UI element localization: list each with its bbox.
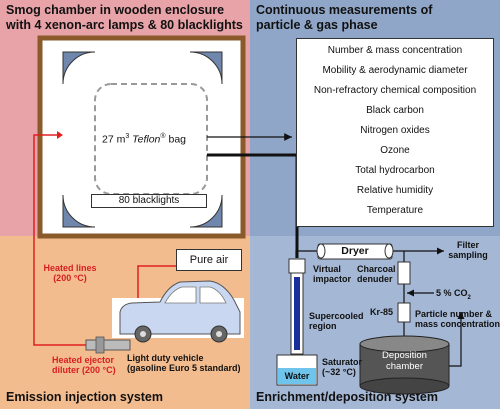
teflon-bag bbox=[94, 83, 208, 195]
measurement-item: Black carbon bbox=[366, 105, 424, 116]
vehicle-label: Light duty vehicle (gasoline Euro 5 stan… bbox=[127, 353, 241, 373]
measurements-list: Number & mass concentration Mobility & a… bbox=[296, 38, 494, 227]
ejector-diluter-label: Heated ejector diluter (200 °C) bbox=[52, 355, 116, 375]
charcoal-denuder bbox=[397, 261, 411, 285]
dryer-left-cap bbox=[316, 243, 326, 259]
emission-injection-title: Emission injection system bbox=[6, 390, 163, 404]
water-fill bbox=[278, 368, 316, 384]
car-icon bbox=[112, 280, 244, 343]
lamp-bottom-left-icon bbox=[62, 194, 96, 228]
heated-line-main bbox=[33, 134, 128, 346]
co2-label: 5 % CO2 bbox=[436, 288, 471, 301]
kr85-neutralizer bbox=[397, 302, 411, 323]
measurement-item: Temperature bbox=[366, 205, 424, 216]
virtual-impactor bbox=[288, 258, 306, 274]
teflon-bag-label: 27 m3 Teflon® bag bbox=[102, 133, 186, 146]
measurement-item: Non-refractory chemical composition bbox=[313, 85, 477, 96]
filter-sampling-label: Filter sampling bbox=[448, 240, 488, 260]
continuous-measurements-title: Continuous measurements of particle & ga… bbox=[256, 3, 433, 32]
dryer-label: Dryer bbox=[341, 245, 369, 257]
measurement-item: Number & mass concentration bbox=[327, 45, 463, 56]
deposition-chamber-icon bbox=[359, 335, 450, 395]
dryer-right-cap bbox=[384, 243, 394, 259]
water-label: Water bbox=[284, 371, 310, 381]
measurement-item: Mobility & aerodynamic diameter bbox=[322, 65, 468, 76]
measurement-item: Total hydrocarbon bbox=[355, 165, 435, 176]
dryer-to-impactor-line bbox=[295, 250, 318, 258]
heated-line-arrowhead bbox=[57, 131, 63, 139]
lamp-top-left-icon bbox=[62, 51, 96, 85]
charcoal-denuder-label: Charcoal denuder bbox=[357, 264, 396, 284]
measurement-item: Relative humidity bbox=[356, 185, 434, 196]
chamber-to-measurement-arrow bbox=[449, 312, 465, 367]
smog-chamber-title: Smog chamber in wooden enclosure with 4 … bbox=[6, 3, 243, 32]
kr85-label: Kr-85 bbox=[370, 307, 394, 317]
saturator-label: Saturator (~32 °C) bbox=[322, 357, 363, 377]
supercooled-label: Supercooled region bbox=[309, 311, 364, 331]
virtual-impactor-label: Virtual impactor bbox=[313, 264, 352, 284]
deposition-chamber-label: Deposition chamber bbox=[382, 350, 427, 372]
heated-lines-label: Heated lines (200 °C) bbox=[43, 263, 97, 283]
supercooled-tube bbox=[294, 277, 300, 350]
blacklights-box: 80 blacklights bbox=[91, 194, 207, 208]
pure-air-box: Pure air bbox=[176, 249, 242, 271]
lamp-bottom-right-icon bbox=[189, 194, 223, 228]
measurement-item: Nitrogen oxides bbox=[360, 125, 430, 136]
ejector-diluter-icon bbox=[85, 336, 131, 354]
particle-measurement-label: Particle number & mass concentration bbox=[415, 309, 500, 329]
lamp-top-right-icon bbox=[189, 51, 223, 85]
measurement-item: Ozone bbox=[380, 145, 410, 156]
